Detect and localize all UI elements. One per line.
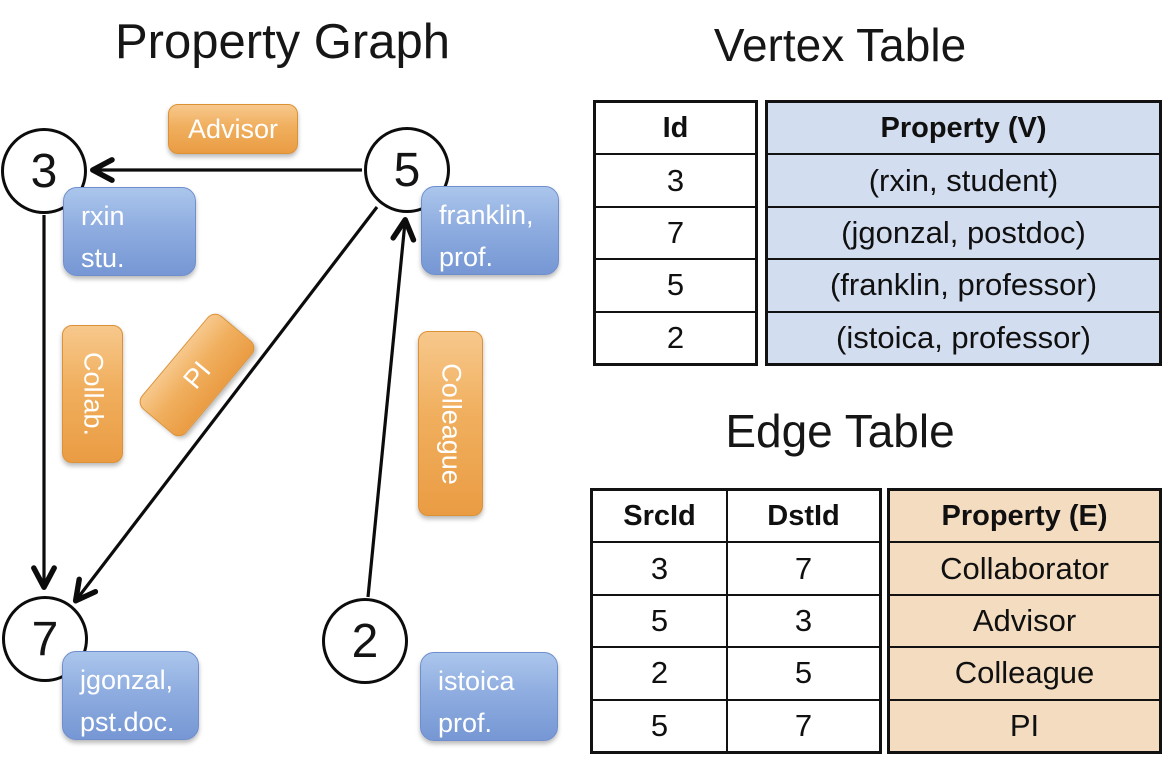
edge-label-text: Colleague: [436, 362, 466, 485]
vertex-table-property-cell: (istoica, professor): [768, 310, 1159, 363]
edge-table-property-cell: Colleague: [890, 646, 1159, 698]
vertex-table-property-cell: (rxin, student): [768, 153, 1159, 205]
graph-edges: [31, 157, 417, 604]
vertex-id: 5: [393, 143, 421, 197]
vertex-table-property-cell: (jgonzal, postdoc): [768, 205, 1159, 258]
property-graph-title: Property Graph: [115, 15, 450, 69]
edge-label-advisor: Advisor: [168, 104, 298, 154]
property-graph-panel: Property Graph 3 5 7 2 rxin stu. frankli…: [1, 15, 559, 741]
vertex-property-box-rxin: rxin stu.: [63, 187, 196, 276]
vertex-table-header-property: Property (V): [880, 111, 1047, 144]
vertex-table-property-column: Property (V) (rxin, student) (jgonzal, p…: [765, 100, 1162, 366]
vertex-property-box-franklin: franklin, prof.: [421, 186, 559, 275]
vertex-table-id-cell: 2: [596, 310, 755, 363]
edge-table-src-cell: 5: [650, 603, 669, 639]
vertex-id: 7: [31, 612, 59, 666]
edge-table-header-property: Property (E): [941, 499, 1108, 532]
vertex-table-id-column: Id 3 7 5 2: [593, 100, 758, 366]
vertex-table-header-id: Id: [662, 111, 689, 144]
edge-label-collab: Collab.: [62, 325, 123, 463]
edge-table-property-cell: PI: [890, 698, 1159, 751]
vertex-property-line: istoica: [438, 666, 515, 696]
edge-table-dst-cell: 7: [726, 700, 879, 752]
edge-table-header-srcid: SrcId: [623, 499, 696, 532]
vertex-property-box-jgonzal: jgonzal, pst.doc.: [62, 651, 199, 740]
vertex-property-line: prof.: [438, 707, 493, 738]
edge-table-src-cell: 5: [650, 707, 669, 743]
edge-table-property-column: Property (E) Collaborator Advisor Collea…: [887, 488, 1162, 754]
edge-table-src-cell: 2: [650, 655, 669, 691]
edge-table-property-cell: Collaborator: [890, 541, 1159, 593]
tables-panel: Vertex Table Id 3 7 5 2 Property (V) (rx…: [585, 0, 1170, 760]
vertex-property-line: rxin: [81, 201, 125, 231]
vertex-property-box-istoica: istoica prof.: [420, 652, 558, 741]
edge-label-colleague: Colleague: [418, 331, 483, 516]
vertex-property-line: stu.: [81, 242, 125, 273]
edge-table-dst-cell: 7: [726, 543, 879, 594]
edge-label-text: Advisor: [187, 113, 279, 144]
vertex-table-id-cell: 5: [596, 258, 755, 310]
vertex-table-property-cell: (franklin, professor): [768, 258, 1159, 310]
edge-table-property-cell: Advisor: [890, 593, 1159, 646]
edge-table-header-dstid: DstId: [726, 491, 879, 542]
vertex-id: 2: [351, 614, 379, 668]
edge-table-title: Edge Table: [725, 405, 955, 457]
vertex-table-id-cell: 7: [596, 205, 755, 258]
vertex-property-line: pst.doc.: [80, 706, 175, 737]
vertex-node-5: 5: [364, 127, 450, 213]
edge-label-text: Collab.: [78, 351, 108, 437]
vertex-property-line: jgonzal,: [80, 665, 174, 695]
edge-table-src-cell: 3: [650, 550, 669, 586]
edge-label-text: PI: [176, 355, 217, 395]
edge-table-src-dst-columns: SrcId DstId 3 7 5 3 2 5 5 7: [590, 488, 882, 754]
edge-2-5-colleague: [366, 217, 417, 598]
edge-5-7-pi: [72, 206, 379, 604]
vertex-id: 3: [30, 144, 58, 198]
vertex-node-2: 2: [322, 598, 408, 684]
vertex-table-title: Vertex Table: [713, 19, 967, 71]
vertex-property-line: prof.: [439, 241, 494, 272]
edge-table-dst-cell: 3: [726, 595, 879, 647]
edge-table-dst-cell: 5: [726, 648, 879, 699]
vertex-property-line: franklin,: [439, 200, 534, 230]
vertex-table-id-cell: 3: [596, 153, 755, 205]
